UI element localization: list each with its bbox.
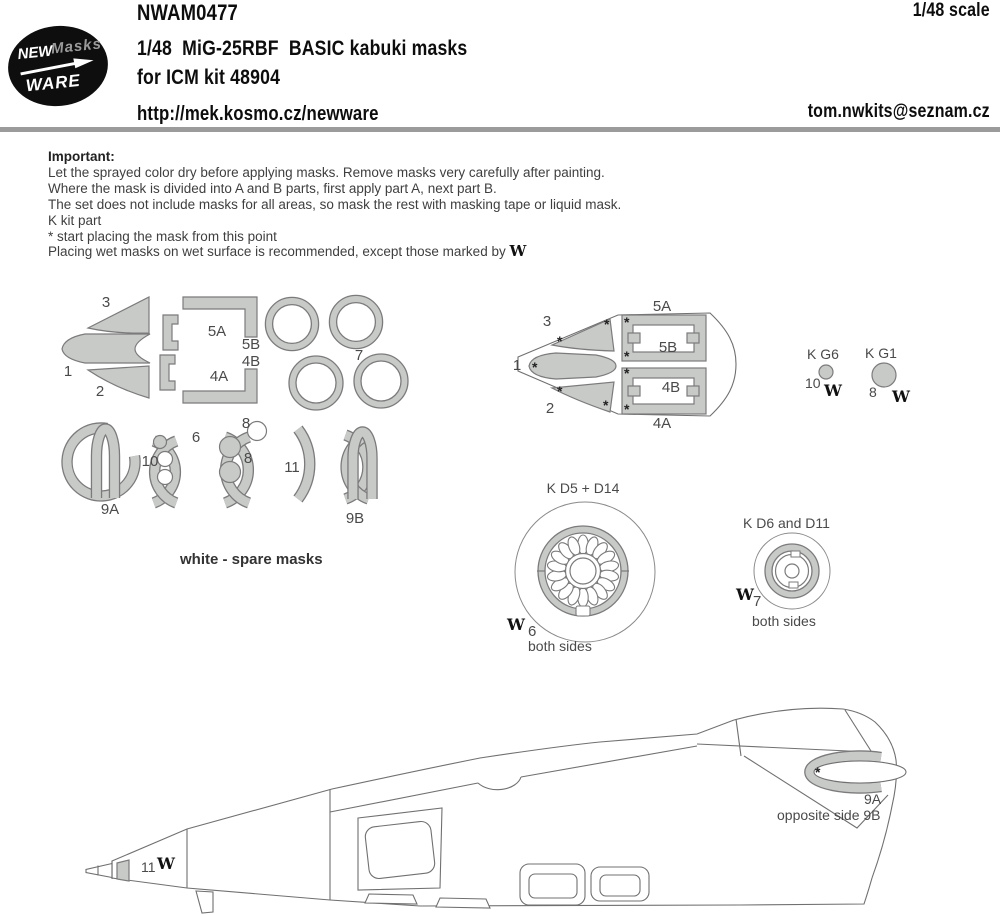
canopy-mask-diagram: * * * * * * * * * 3 1 2 5A 5B 4B 4A — [513, 298, 737, 432]
kg6-w-symbol: W — [823, 381, 843, 400]
mask-9A-horseshoe — [805, 751, 882, 793]
canopy-label-5A: 5A — [653, 298, 671, 315]
important-heading: Important: — [48, 149, 115, 164]
product-title: 1/48 MiG-25RBF BASIC kabuki masks — [137, 37, 468, 60]
canopy-asterisk: * — [557, 383, 563, 399]
wheel-hub-petals — [546, 534, 620, 608]
newware-logo: NEW Masks WARE — [4, 20, 112, 112]
nose-wheel-diagram: K D6 and D11 W 7 both sides — [735, 515, 831, 629]
canopy-label-4B: 4B — [662, 379, 680, 396]
spare-label-6: 6 — [192, 429, 200, 446]
website-url: http://mek.kosmo.cz/newware — [137, 103, 379, 125]
header-divider — [0, 127, 1000, 132]
spare-label-4B: 4B — [242, 353, 260, 370]
canopy-asterisk: * — [604, 316, 610, 332]
spare-masks-sheet: 3 1 2 5A 5B 4A 4B 7 — [61, 294, 409, 568]
spare-label-9B: 9B — [346, 510, 364, 527]
spare-label-8-top: 8 — [242, 415, 250, 432]
important-line: Let the sprayed color dry before applyin… — [48, 164, 605, 180]
canopy-asterisk: * — [624, 401, 630, 417]
spare-label-5A: 5A — [208, 323, 226, 340]
aircraft-opposite-side-note: opposite side 9B — [777, 807, 881, 823]
canopy-asterisk: * — [624, 348, 630, 364]
kg1-w-symbol: W — [891, 387, 911, 406]
important-line: Where the mask is divided into A and B p… — [48, 180, 497, 196]
nose-dielectric-panel — [813, 760, 907, 784]
main-wheel-caption: both sides — [528, 638, 592, 654]
wet-mask-w-symbol: W — [509, 242, 527, 261]
canopy-asterisk: * — [603, 397, 609, 413]
nose-wheel-number: 7 — [753, 593, 761, 610]
important-line: K kit part — [48, 212, 102, 228]
spare-label-4A: 4A — [210, 368, 228, 385]
spare-label-11: 11 — [284, 459, 300, 476]
aircraft-label-9A: 9A — [864, 791, 882, 807]
canopy-label-5B: 5B — [659, 339, 677, 356]
aircraft-label-11: 11 — [141, 859, 156, 875]
kg6-number: 10 — [805, 375, 821, 391]
kit-note: for ICM kit 48904 — [137, 66, 281, 89]
important-notes: Important: Let the sprayed color dry bef… — [48, 149, 621, 260]
canopy-label-1: 1 — [513, 357, 521, 374]
mask-11-band — [116, 859, 130, 882]
aircraft-asterisk: * — [815, 764, 821, 780]
aircraft-w-symbol: W — [156, 854, 176, 873]
main-wheel-title: K D5 + D14 — [547, 480, 620, 496]
kg6-part: K G6 10 W — [805, 346, 843, 400]
kg1-part: K G1 8 W — [865, 345, 911, 406]
important-line: * start placing the mask from this point — [48, 228, 277, 244]
kg6-title: K G6 — [807, 346, 839, 362]
spare-label-9A: 9A — [101, 501, 119, 518]
canopy-label-2: 2 — [546, 400, 554, 417]
aircraft-profile: 11 W * 9A opposite side 9B — [85, 707, 907, 914]
spare-rings-7: 7 — [264, 294, 409, 411]
canopy-asterisk: * — [624, 314, 630, 330]
main-wheel-number: 6 — [528, 623, 536, 640]
kg1-number: 8 — [869, 384, 877, 400]
spare-label-7: 7 — [355, 347, 363, 364]
logo-arrow-icon — [20, 58, 94, 76]
canopy-label-4A: 4A — [653, 415, 671, 432]
contact-email: tom.nwkits@seznam.cz — [807, 101, 990, 122]
canopy-asterisk: * — [532, 359, 538, 375]
spare-label-8-mid: 8 — [244, 450, 252, 467]
spare-arc-rings: 9A 10 6 8 8 11 9B — [61, 415, 378, 527]
main-wheel-diagram: K D5 + D14 — [506, 480, 656, 654]
important-line: Placing wet masks on wet surface is reco… — [48, 242, 527, 261]
pitot-boom — [85, 862, 113, 879]
important-line: The set does not include masks for all a… — [48, 196, 622, 212]
nose-wheel-title: K D6 and D11 — [743, 515, 830, 531]
spare-label-3: 3 — [102, 294, 110, 311]
spare-label-2: 2 — [96, 383, 104, 400]
nose-wheel-caption: both sides — [752, 613, 816, 629]
spare-masks-caption: white - spare masks — [179, 551, 323, 568]
nose-wheel-w-symbol: W — [735, 585, 755, 604]
canopy-label-3: 3 — [543, 313, 551, 330]
kg1-title: K G1 — [865, 345, 897, 361]
spare-label-1: 1 — [64, 363, 72, 380]
spare-label-10: 10 — [142, 453, 159, 470]
spare-label-5B: 5B — [242, 336, 260, 353]
canopy-asterisk: * — [624, 365, 630, 381]
canopy-asterisk: * — [557, 333, 563, 349]
main-wheel-w-symbol: W — [506, 615, 526, 634]
scale-note: 1/48 scale — [912, 0, 990, 21]
product-code: NWAM0477 — [137, 0, 238, 25]
